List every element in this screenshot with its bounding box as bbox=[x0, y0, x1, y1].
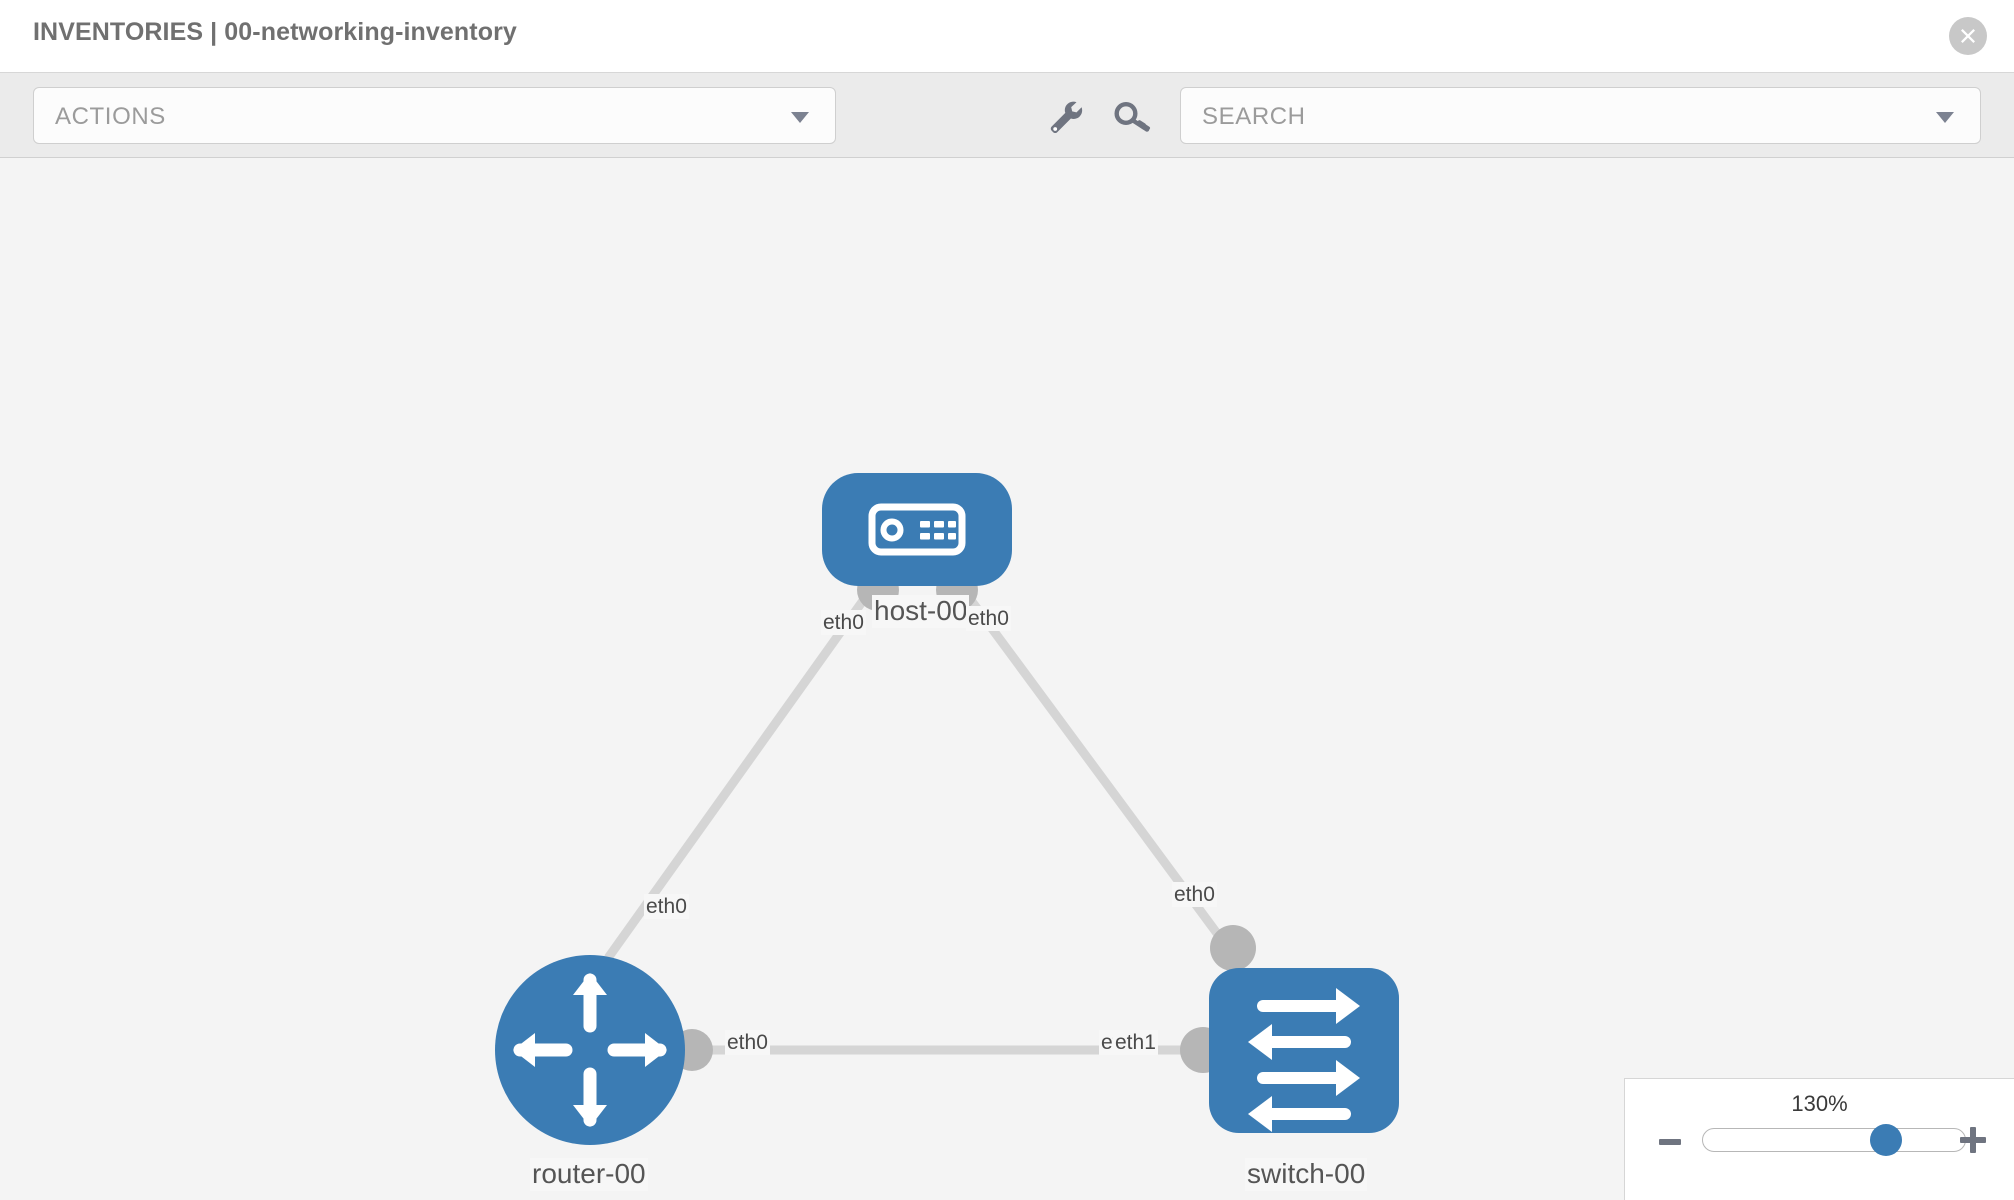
iface-label-host00-eth0-right: eth0 bbox=[966, 606, 1011, 632]
node-label-host-00: host-00 bbox=[872, 595, 970, 628]
zoom-slider[interactable] bbox=[1702, 1124, 1966, 1156]
search-input[interactable]: SEARCH bbox=[1180, 87, 1981, 144]
close-icon[interactable] bbox=[1949, 17, 1987, 55]
node-label-switch-00: switch-00 bbox=[1245, 1158, 1368, 1191]
node-label-router-00: router-00 bbox=[530, 1158, 648, 1191]
iface-label-router00-eth0-uplink: eth0 bbox=[644, 894, 689, 920]
node-host-00 bbox=[822, 473, 1012, 586]
chevron-down-icon bbox=[791, 112, 809, 123]
node-switch-00 bbox=[1209, 968, 1399, 1133]
topology-interface-nubs bbox=[671, 569, 1256, 1073]
page-title: INVENTORIES | 00-networking-inventory bbox=[33, 18, 517, 46]
search-chevron-down-icon[interactable] bbox=[1936, 112, 1954, 123]
zoom-percent-label: 130% bbox=[1791, 1091, 1848, 1116]
search-placeholder: SEARCH bbox=[1202, 103, 1306, 130]
key-icon[interactable] bbox=[1113, 99, 1153, 135]
node-router-00 bbox=[495, 955, 685, 1145]
wrench-icon[interactable] bbox=[1046, 99, 1086, 135]
zoom-control-panel: 130% bbox=[1624, 1078, 2014, 1200]
iface-label-switch00-eth1: eth1 bbox=[1113, 1030, 1158, 1056]
actions-dropdown-label: ACTIONS bbox=[55, 103, 166, 130]
plus-icon[interactable] bbox=[1960, 1127, 1986, 1153]
topology-graph bbox=[495, 473, 1399, 1145]
iface-label-switch00-eth0-uplink: eth0 bbox=[1172, 882, 1217, 908]
iface-label-router00-eth0: eth0 bbox=[725, 1030, 770, 1056]
minus-icon[interactable] bbox=[1659, 1139, 1681, 1145]
page-header: INVENTORIES | 00-networking-inventory bbox=[0, 0, 2014, 73]
zoom-slider-handle[interactable] bbox=[1870, 1124, 1902, 1156]
topology-links bbox=[604, 585, 1237, 1055]
nub-switch00-eth0-top bbox=[1210, 925, 1256, 971]
iface-label-host00-eth0-left: eth0 bbox=[821, 610, 866, 636]
actions-dropdown[interactable]: ACTIONS bbox=[33, 87, 836, 144]
topology-canvas[interactable]: host-00 router-00 switch-00 eth0 eth0 et… bbox=[0, 158, 2014, 1200]
toolbar: ACTIONS SEARCH bbox=[0, 73, 2014, 158]
